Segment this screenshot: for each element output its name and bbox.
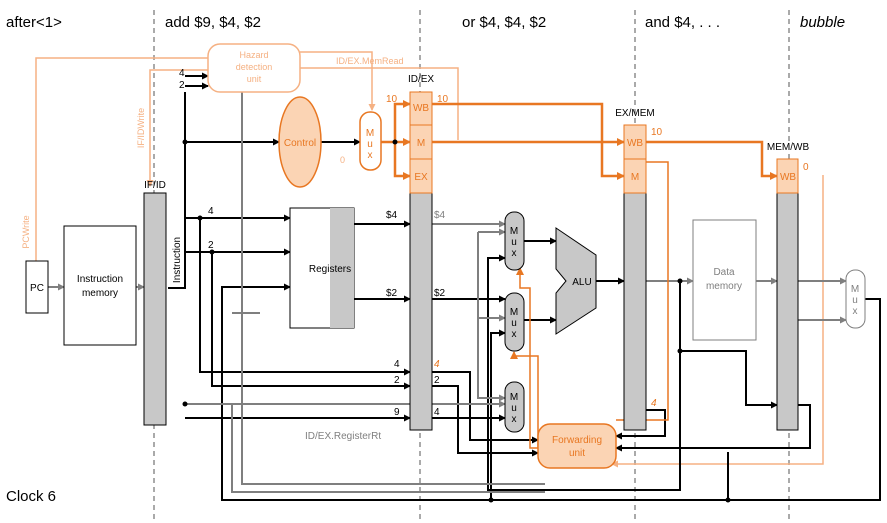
- svg-text:M: M: [851, 284, 859, 295]
- forwarding-label-2: unit: [569, 448, 585, 459]
- svg-text:0: 0: [803, 162, 809, 173]
- svg-text:x: x: [512, 248, 517, 259]
- pc-label: PC: [30, 283, 44, 294]
- clock-label: Clock 6: [6, 488, 57, 505]
- svg-text:$2: $2: [434, 288, 446, 299]
- forwarding-label-1: Forwarding: [552, 435, 602, 446]
- control-mux: M u x: [359, 111, 382, 171]
- writeback-mux: M u x: [845, 269, 866, 329]
- ex-mem-label: EX/MEM: [615, 108, 654, 119]
- svg-text:EX: EX: [414, 172, 428, 183]
- svg-text:u: u: [852, 295, 858, 306]
- svg-text:WB: WB: [413, 103, 429, 114]
- svg-text:2: 2: [434, 375, 440, 386]
- control-label: Control: [284, 138, 316, 149]
- pc-block: PC: [25, 260, 49, 314]
- svg-text:4: 4: [434, 407, 440, 418]
- svg-text:0: 0: [340, 155, 345, 165]
- alu: ALU: [555, 227, 597, 335]
- svg-text:10: 10: [386, 94, 398, 105]
- svg-text:2: 2: [394, 375, 400, 386]
- svg-text:10: 10: [651, 127, 663, 138]
- svg-text:x: x: [512, 329, 517, 340]
- svg-text:4: 4: [651, 398, 657, 409]
- svg-text:u: u: [511, 237, 517, 248]
- stage-label-and: and $4, . . .: [645, 14, 721, 31]
- registerrt-label: ID/EX.RegisterRt: [305, 431, 381, 442]
- svg-text:M: M: [510, 307, 518, 318]
- mem-wb-label: MEM/WB: [767, 142, 810, 153]
- svg-text:M: M: [510, 226, 518, 237]
- instruction-label: Instruction: [172, 237, 183, 283]
- svg-text:M: M: [631, 172, 639, 183]
- svg-text:WB: WB: [627, 138, 643, 149]
- svg-text:4: 4: [434, 359, 440, 370]
- svg-text:$2: $2: [386, 288, 398, 299]
- data-mem-label-1: Data: [713, 267, 735, 278]
- svg-text:4: 4: [179, 68, 185, 79]
- svg-text:2: 2: [179, 80, 185, 91]
- alu-label: ALU: [572, 277, 591, 288]
- mem-wb-register: MEM/WB WB: [767, 142, 810, 431]
- stage-label-add: add $9, $4, $2: [165, 14, 261, 31]
- stage-label-after: after<1>: [6, 14, 62, 31]
- svg-text:u: u: [511, 403, 517, 414]
- svg-text:M: M: [366, 128, 374, 139]
- hazard-detection-unit: Hazard detection unit: [207, 43, 301, 93]
- stage-label-or: or $4, $4, $2: [462, 14, 547, 31]
- instruction-memory: Instruction memory: [63, 225, 137, 346]
- svg-text:x: x: [368, 150, 373, 161]
- ifidwrite-label: IF/IDWrite: [136, 108, 146, 148]
- control-wires: [381, 100, 778, 180]
- registers-block: Registers: [289, 207, 355, 329]
- hazard-label-2: detection: [236, 62, 273, 72]
- svg-text:$4: $4: [434, 210, 446, 221]
- svg-text:x: x: [853, 306, 858, 317]
- if-id-label: IF/ID: [144, 180, 166, 191]
- svg-text:10: 10: [437, 94, 449, 105]
- hazard-label-3: unit: [247, 74, 262, 84]
- id-ex-label: ID/EX: [408, 74, 434, 85]
- gray-wires: [48, 86, 847, 493]
- svg-text:x: x: [512, 414, 517, 425]
- memread-label: ID/EX.MemRead: [336, 56, 404, 66]
- data-memory: Data memory: [692, 219, 757, 341]
- junction-dots: [182, 139, 731, 503]
- pcwrite-label: PCWrite: [21, 215, 31, 248]
- stage-label-bubble: bubble: [800, 14, 846, 31]
- svg-text:M: M: [510, 392, 518, 403]
- svg-text:$4: $4: [386, 210, 398, 221]
- svg-text:4: 4: [208, 206, 214, 217]
- id-ex-register: ID/EX WB M EX: [408, 74, 434, 431]
- forwarding-unit: Forwarding unit: [537, 423, 617, 469]
- svg-text:u: u: [511, 318, 517, 329]
- svg-text:u: u: [367, 139, 373, 150]
- hazard-wires: [32, 51, 824, 468]
- instr-mem-label-2: memory: [82, 288, 118, 299]
- instr-mem-label-1: Instruction: [77, 274, 123, 285]
- data-mem-label-2: memory: [706, 281, 742, 292]
- svg-text:2: 2: [208, 240, 214, 251]
- svg-text:9: 9: [394, 407, 400, 418]
- black-wires: [168, 72, 881, 501]
- if-id-register: IF/ID Instruction: [143, 180, 183, 426]
- hazard-label-1: Hazard: [239, 50, 268, 60]
- svg-text:WB: WB: [780, 172, 796, 183]
- svg-text:4: 4: [394, 359, 400, 370]
- registers-label: Registers: [309, 264, 351, 275]
- ex-mem-register: EX/MEM WB M: [615, 108, 655, 431]
- svg-text:M: M: [417, 138, 425, 149]
- alu-muxes: M u x M u x M u x: [504, 211, 525, 433]
- control-unit: Control: [278, 96, 322, 188]
